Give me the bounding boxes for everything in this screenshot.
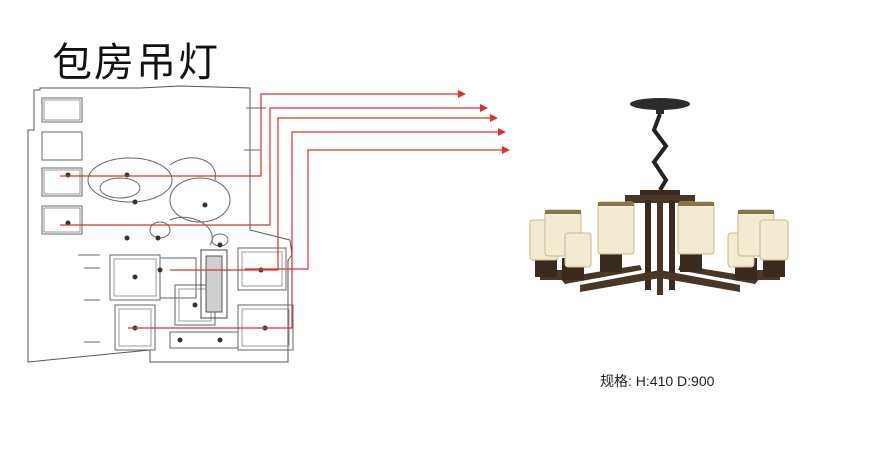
floor-plan-drawing bbox=[27, 85, 510, 363]
slide-title: 包房吊灯 bbox=[52, 40, 220, 86]
spec-label: 规格: H:410 D:900 bbox=[600, 373, 715, 389]
chandelier-image bbox=[529, 98, 789, 295]
